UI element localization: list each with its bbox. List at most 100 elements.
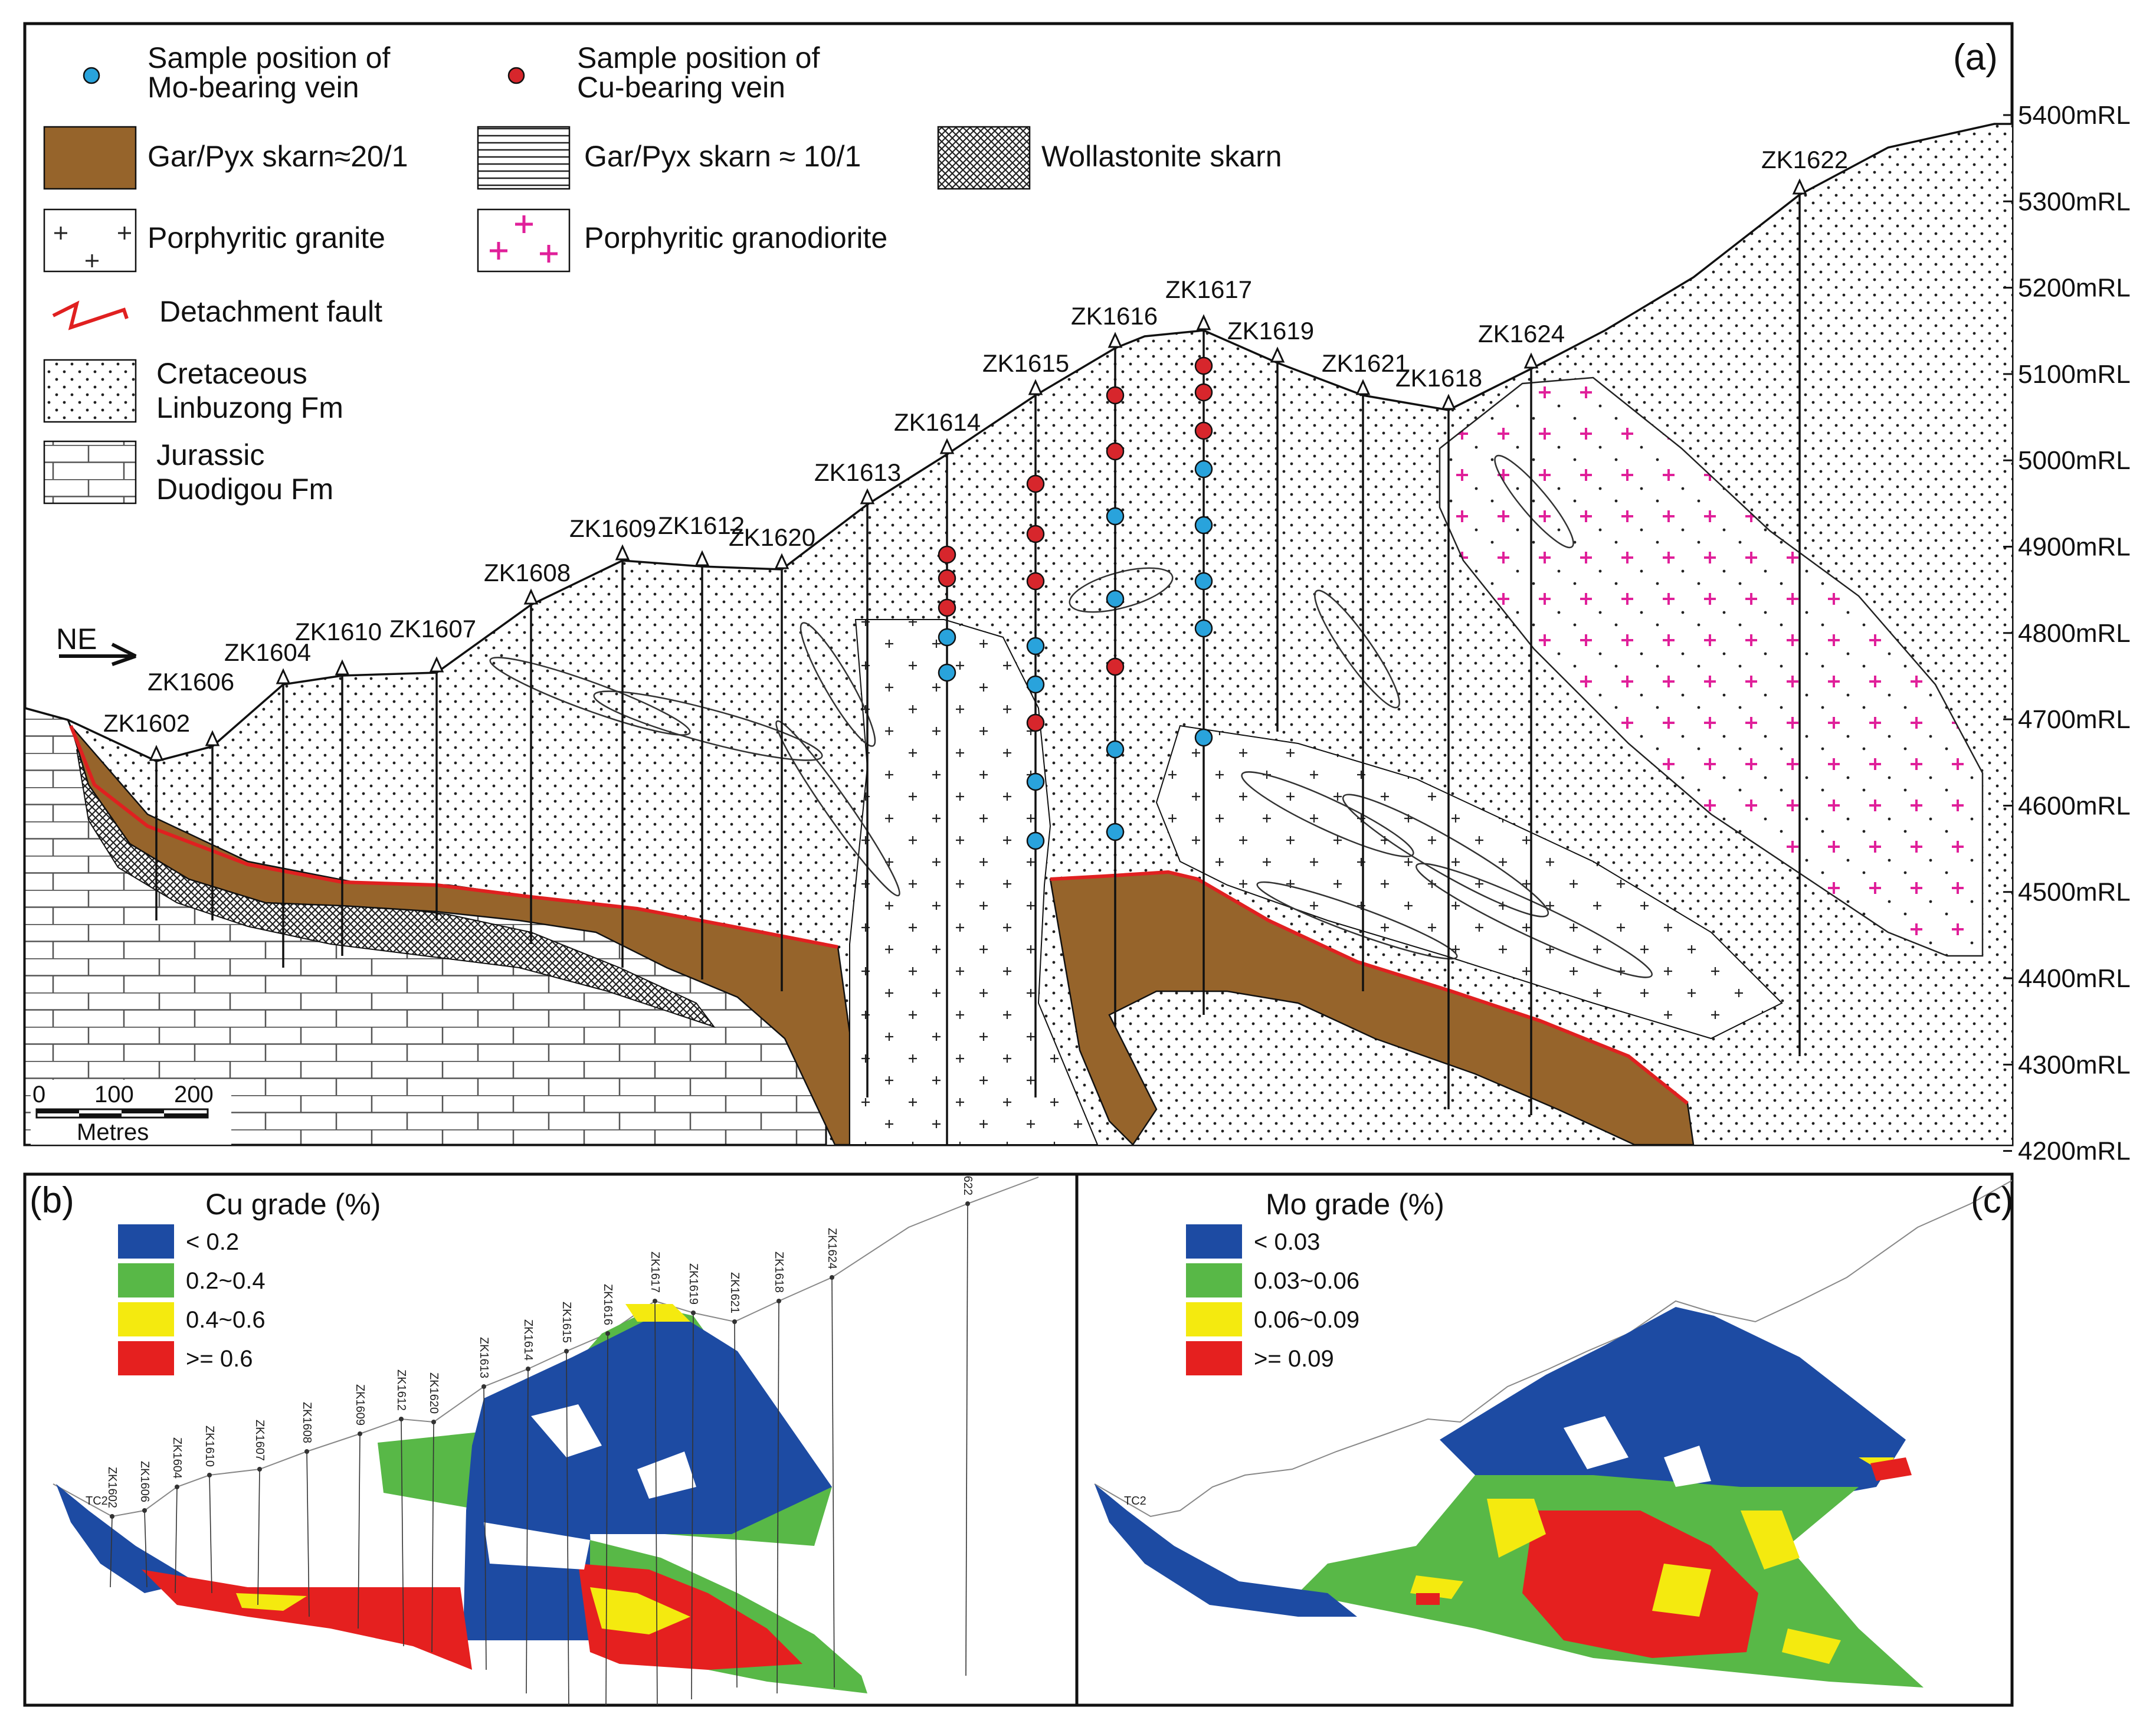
grade-drill-collar [358, 1431, 362, 1436]
cu-legend-label: < 0.2 [186, 1229, 239, 1255]
grade-drill-line [605, 1333, 608, 1705]
legend-granite: Porphyritic granite [148, 221, 385, 254]
legend-fault: Detachment fault [159, 295, 382, 328]
mo-sample-point [1194, 728, 1213, 747]
mo-grade-legend: < 0.030.03~0.060.06~0.09>= 0.09 [1186, 1224, 1359, 1375]
grade-drill-collar [257, 1467, 262, 1472]
grade-drill-label: ZK1621 [728, 1272, 741, 1313]
cu-sample-point [1026, 525, 1045, 543]
scale-bar: 0 100 200 Metres [31, 1080, 231, 1145]
drillhole-collar-icon [1355, 379, 1371, 395]
elevation-label: 5200mRL [2018, 274, 2131, 303]
grade-drill-label: ZK1612 [395, 1369, 408, 1411]
mo-sample-point [1106, 589, 1125, 608]
mo-sample-point [1026, 831, 1045, 850]
elevation-label: 4800mRL [2018, 619, 2131, 648]
drillhole-collar-icon [1028, 379, 1043, 395]
cu-sample-point [938, 569, 956, 588]
grade-drill-collar [732, 1319, 737, 1324]
mo-grade-title: Mo grade (%) [1266, 1188, 1444, 1221]
drillhole-label: ZK1604 [224, 638, 311, 666]
mo-sample-point [1026, 772, 1045, 791]
granite-swatch [43, 208, 137, 273]
legend-a: Sample position of Mo-bearing vein Sampl… [43, 41, 1282, 506]
grade-drill-collar [399, 1417, 404, 1421]
grade-drill-collar [481, 1384, 486, 1389]
mo-legend-swatch [1186, 1302, 1242, 1336]
legend-cretaceous-1: Cretaceous [156, 357, 307, 390]
grade-drill-line [175, 1486, 178, 1594]
drillhole-collar-icon [860, 488, 875, 504]
elevation-label: 4900mRL [2018, 533, 2131, 562]
grade-drill-collar [175, 1485, 179, 1489]
tc-label-c: TC2 [1124, 1495, 1146, 1508]
drillhole-collar-icon [429, 656, 444, 673]
grade-drill-line [483, 1386, 487, 1670]
grade-drill-label: ZK1617 [648, 1251, 661, 1293]
grade-drill-collar [830, 1275, 834, 1280]
grade-drill-label: ZK1619 [687, 1263, 700, 1305]
scale-unit: Metres [77, 1119, 149, 1145]
drillhole-label: ZK1621 [1322, 349, 1408, 377]
drillhole-collar-icon [1270, 346, 1285, 363]
grade-drill-line [358, 1433, 361, 1629]
samples-group [938, 356, 1213, 850]
panel-b-label: (b) [30, 1180, 74, 1221]
drillhole-label: ZK1616 [1071, 302, 1158, 330]
tc-label-b: TC2 [86, 1495, 108, 1508]
mo-legend-label: 0.06~0.09 [1254, 1307, 1359, 1333]
drillhole-collar-icon [694, 550, 710, 566]
drillhole-collar-icon [1441, 394, 1456, 410]
scale-tick-100: 100 [94, 1082, 134, 1108]
mo-blue-zone [1440, 1307, 1906, 1522]
drillhole-label: ZK1602 [103, 709, 190, 737]
grade-section-mo: ZK1602ZK1606ZK1604ZK1610ZK1607ZK1608ZK16… [1094, 1179, 2012, 1688]
cretaceous-swatch [43, 359, 137, 423]
cu-legend-swatch [118, 1224, 174, 1259]
detachment-fault-east [1050, 870, 1689, 1105]
grade-drill-line [431, 1421, 434, 1653]
granodiorite-plus-icons [490, 215, 558, 263]
grade-drill-collar [110, 1514, 114, 1519]
cu-sample-icon [507, 67, 525, 84]
granite-plus-icons [54, 227, 131, 267]
skarn-10-swatch [477, 126, 571, 190]
legend-jurassic-1: Jurassic [156, 438, 264, 471]
legend-cu-line1: Sample position of [577, 41, 820, 74]
legend-wollastonite: Wollastonite skarn [1041, 140, 1282, 173]
grade-drill-label: ZK1614 [522, 1319, 535, 1361]
scale-tick-0: 0 [32, 1082, 45, 1108]
drillhole-label: ZK1606 [148, 668, 234, 696]
grade-drill-line [776, 1300, 779, 1694]
elevation-label: 5300mRL [2018, 187, 2131, 216]
mo-sample-point [1194, 572, 1213, 591]
grade-drill-collar [564, 1349, 569, 1354]
grade-drill-collar [431, 1420, 436, 1424]
cu-sample-point [1026, 713, 1045, 732]
cu-sample-point [1106, 657, 1125, 676]
mo-white-gaps [1564, 1416, 1711, 1487]
cu-legend-swatch [118, 1341, 174, 1375]
grade-drill-line [965, 1203, 968, 1676]
grade-drill-label: ZK1613 [477, 1337, 490, 1378]
cu-grade-legend: < 0.20.2~0.40.4~0.6>= 0.6 [118, 1224, 266, 1375]
cu-grade-title: Cu grade (%) [205, 1188, 381, 1221]
elevation-label: 4600mRL [2018, 791, 2131, 820]
grade-drill-label: ZK1610 [203, 1426, 216, 1467]
elevation-label: 4700mRL [2018, 705, 2131, 734]
cu-sample-point [1026, 572, 1045, 591]
mo-legend-label: >= 0.09 [1254, 1346, 1334, 1372]
cu-legend-swatch [118, 1263, 174, 1298]
grade-drill-collar [776, 1299, 781, 1303]
mo-sample-point [1194, 516, 1213, 535]
mo-legend-label: 0.03~0.06 [1254, 1268, 1359, 1294]
grade-drill-collar [207, 1473, 212, 1477]
grade-drill-line [144, 1510, 148, 1588]
grade-drill-label: ZK1607 [253, 1420, 266, 1461]
detachment-fault-west [69, 725, 838, 949]
direction-indicator: NE [56, 622, 137, 666]
drillhole-collar-icon [276, 668, 291, 684]
